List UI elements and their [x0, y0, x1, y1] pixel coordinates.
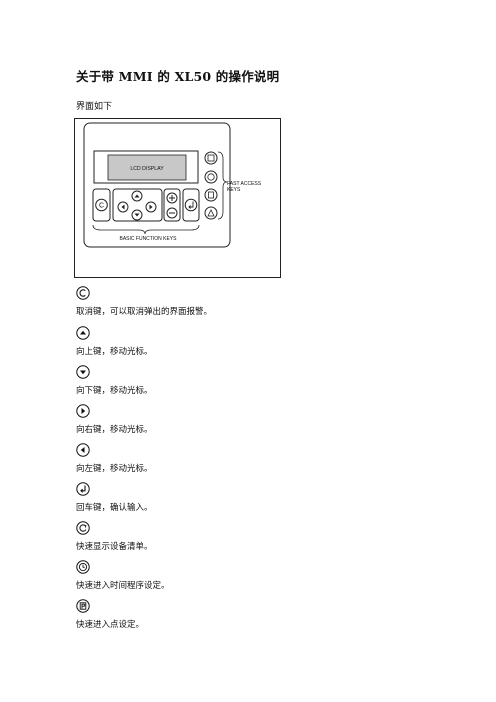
key-description: 快速进入时间程序设定。	[76, 581, 170, 591]
arrow-right-icon	[76, 404, 90, 418]
c-key-glyph: C	[99, 203, 104, 210]
time-program-icon	[76, 560, 90, 574]
arrow-left-icon	[76, 443, 90, 457]
page-title: 关于带 MMI 的 XL50 的操作说明	[76, 69, 280, 84]
lcd-display-label: LCD DISPLAY	[130, 166, 164, 172]
key-description: 向下键，移动光标。	[76, 386, 153, 396]
point-setting-icon	[76, 599, 90, 613]
key-description: 回车键，确认输入。	[76, 503, 153, 513]
device-list-icon	[204, 151, 218, 165]
key-description: 快速进入点设定。	[76, 620, 145, 630]
arrow-down-icon	[76, 365, 90, 379]
arrow-up-icon	[76, 326, 90, 340]
intro-text: 界面如下	[76, 102, 113, 112]
key-description: 向上键，移动光标。	[76, 347, 153, 357]
mmi-panel-figure: LCD DISPLAY FAST ACCESS KEYS	[74, 118, 281, 278]
key-description: 向右键，移动光标。	[76, 425, 153, 435]
key-description: 取消键，可以取消弹出的界面报警。	[76, 307, 213, 317]
enter-icon	[76, 482, 90, 496]
fast-access-label-keys: KEYS	[227, 187, 241, 193]
time-program-icon	[204, 170, 218, 184]
fast-access-keys	[204, 151, 218, 220]
basic-function-keys-label: BASIC FUNCTION KEYS	[120, 236, 178, 242]
alarm-icon	[204, 206, 218, 220]
point-setting-icon	[204, 188, 218, 202]
cancel-c-icon	[76, 286, 90, 300]
key-description: 快速显示设备清单。	[76, 542, 153, 552]
device-list-icon	[76, 521, 90, 535]
key-description: 向左键，移动光标。	[76, 464, 153, 474]
fast-access-label: FAST ACCESS	[227, 181, 262, 187]
basic-function-keys: C	[92, 188, 200, 222]
